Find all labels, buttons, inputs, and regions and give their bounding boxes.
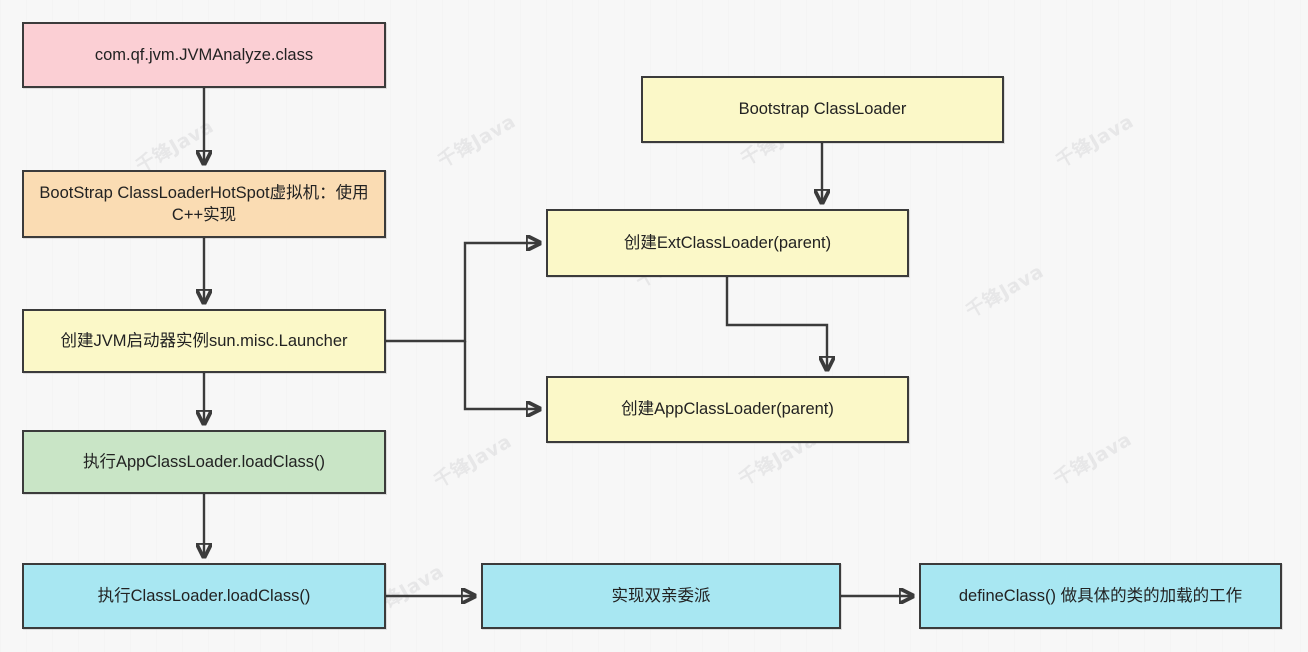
node-label: BootStrap ClassLoaderHotSpot虚拟机：使用C++实现 bbox=[39, 183, 369, 224]
watermark-text: 千锋Java bbox=[962, 260, 1048, 323]
node-label: 创建AppClassLoader(parent) bbox=[621, 400, 834, 419]
create-appclassloader-node[interactable]: 创建AppClassLoader(parent) bbox=[546, 376, 909, 443]
watermark-text: 千锋Java bbox=[1052, 110, 1138, 173]
jvmanalyze-class-node[interactable]: com.qf.jvm.JVMAnalyze.class bbox=[22, 22, 386, 88]
node-label: 创建JVM启动器实例sun.misc.Launcher bbox=[60, 331, 348, 350]
watermark-text: 千锋Java bbox=[434, 110, 520, 173]
watermark-text: 千锋Java bbox=[132, 115, 218, 178]
bootstrap-hotspot-node[interactable]: BootStrap ClassLoaderHotSpot虚拟机：使用C++实现 bbox=[22, 170, 386, 238]
node-label: 创建ExtClassLoader(parent) bbox=[623, 233, 832, 252]
node-label: 执行AppClassLoader.loadClass() bbox=[82, 452, 326, 471]
create-launcher-node[interactable]: 创建JVM启动器实例sun.misc.Launcher bbox=[22, 309, 386, 373]
defineclass-work-node[interactable]: defineClass() 做具体的类的加载的工作 bbox=[919, 563, 1282, 629]
classloader-loadclass-node[interactable]: 执行ClassLoader.loadClass() bbox=[22, 563, 386, 629]
watermark-text: 千锋Java bbox=[430, 430, 516, 493]
node-label: 执行ClassLoader.loadClass() bbox=[97, 586, 311, 605]
edge-launcher-to-create-appclassloader bbox=[463, 341, 540, 409]
edge-launcher-to-create-extclassloader bbox=[386, 243, 540, 343]
parent-delegation-node[interactable]: 实现双亲委派 bbox=[481, 563, 841, 629]
watermark-text: 千锋Java bbox=[1050, 428, 1136, 491]
node-label: defineClass() 做具体的类的加载的工作 bbox=[958, 586, 1243, 605]
node-label: com.qf.jvm.JVMAnalyze.class bbox=[94, 45, 314, 64]
edge-create-extclassloader-to-create-appclassloader bbox=[725, 277, 827, 370]
node-label: Bootstrap ClassLoader bbox=[738, 100, 907, 119]
appclassloader-loadclass-node[interactable]: 执行AppClassLoader.loadClass() bbox=[22, 430, 386, 494]
bootstrap-classloader-node[interactable]: Bootstrap ClassLoader bbox=[641, 76, 1004, 143]
create-extclassloader-node[interactable]: 创建ExtClassLoader(parent) bbox=[546, 209, 909, 277]
node-label: 实现双亲委派 bbox=[611, 586, 711, 605]
